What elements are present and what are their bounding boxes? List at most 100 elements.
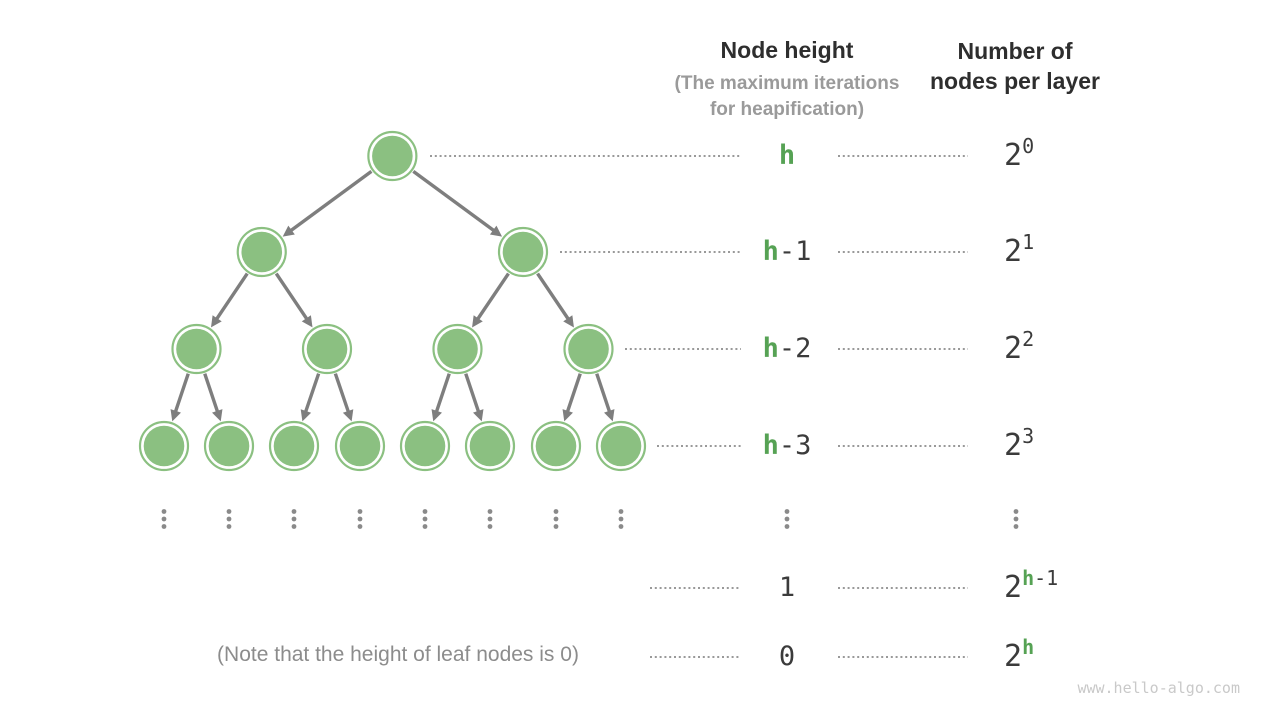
watermark: www.hello-algo.com	[1077, 679, 1240, 697]
node-height-value: h-3	[687, 427, 887, 465]
continuation-dots	[226, 516, 232, 522]
column-header-node-height: Node height (The maximum iterations for …	[637, 36, 937, 123]
continuation-dots	[1013, 516, 1019, 522]
nodes-per-layer-value: 2h-1	[1004, 566, 1224, 607]
nodes-per-layer-value: 20	[1004, 134, 1224, 175]
tree-node	[600, 425, 642, 467]
tree-node	[273, 425, 315, 467]
node-height-value: 0	[687, 638, 887, 676]
tree-edge	[333, 373, 351, 414]
continuation-dots	[357, 524, 363, 529]
tree-node	[339, 425, 381, 467]
column-header-nodes-per-layer: Number of nodes per layer	[875, 36, 1155, 96]
continuation-dots	[422, 524, 428, 529]
node-height-value: 1	[687, 569, 887, 607]
tree-edge-arrowhead	[562, 409, 573, 422]
tree-node-ring	[432, 323, 483, 375]
tree-edge	[214, 272, 249, 321]
power-base: 2	[1004, 138, 1023, 173]
tree-node	[241, 231, 283, 273]
continuation-dots	[161, 509, 167, 514]
tree-node-ring	[236, 226, 287, 278]
tree-node	[404, 425, 446, 467]
continuation-dots	[618, 524, 624, 529]
tree-edge	[303, 373, 321, 414]
height-symbol-h: h	[1022, 566, 1035, 590]
label-text: -3	[778, 430, 812, 461]
tree-node-ring	[334, 420, 386, 472]
continuation-dots	[784, 524, 790, 529]
tree-node-ring	[171, 323, 222, 375]
node-height-value: h	[687, 137, 887, 175]
nodes-per-layer-value: 21	[1004, 230, 1224, 271]
tree-edge-arrowhead	[604, 409, 615, 422]
continuation-dots	[357, 509, 363, 514]
tree-edge-arrowhead	[431, 409, 442, 422]
node-height-value: h-1	[687, 233, 887, 271]
label-text: -1	[778, 236, 812, 267]
tree-edge	[595, 373, 612, 414]
tree-node	[469, 425, 511, 467]
continuation-dots	[422, 509, 428, 514]
tree-node	[208, 425, 250, 467]
label-text: 1	[1022, 230, 1035, 254]
tree-edge	[203, 373, 220, 414]
tree-node-ring	[268, 420, 320, 472]
tree-node	[143, 425, 185, 467]
nodes-per-layer-value: 2h	[1004, 635, 1224, 676]
tree-edge-arrowhead	[282, 225, 295, 237]
continuation-dots	[487, 516, 493, 522]
tree-edge	[434, 373, 451, 414]
tree-edge-arrowhead	[342, 409, 354, 422]
node-height-value: h-2	[687, 330, 887, 368]
tree-edge-arrowhead	[563, 315, 574, 328]
tree-edge-arrowhead	[211, 315, 222, 328]
nodes-per-layer-value: 22	[1004, 327, 1224, 368]
tree-edge	[288, 170, 373, 233]
tree-edge	[565, 373, 582, 414]
tree-edge-arrowhead	[489, 225, 503, 237]
continuation-dots	[291, 509, 297, 514]
node-height-title: Node height	[720, 37, 854, 63]
tree-node	[502, 231, 544, 273]
continuation-dots	[291, 524, 297, 529]
continuation-dots	[1013, 524, 1019, 529]
tree-node	[306, 328, 348, 370]
continuation-dots	[226, 524, 232, 529]
label-text: 0	[1022, 134, 1035, 158]
continuation-dots	[226, 509, 232, 514]
tree-node-ring	[563, 323, 614, 375]
tree-node	[372, 135, 413, 177]
power-base: 2	[1004, 639, 1023, 674]
tree-edge-arrowhead	[212, 409, 223, 422]
tree-edge	[464, 373, 481, 414]
tree-edge	[536, 272, 571, 321]
label-text: 0	[778, 641, 796, 672]
node-height-subtitle-line1: (The maximum iterations	[674, 73, 900, 94]
continuation-dots	[487, 509, 493, 514]
height-symbol-h: h	[762, 333, 779, 364]
height-symbol-h: h	[762, 430, 779, 461]
tree-node-ring	[399, 420, 451, 472]
label-text: 1	[778, 572, 796, 603]
tree-node-ring	[367, 130, 418, 182]
continuation-dots	[553, 516, 559, 522]
continuation-dots	[487, 524, 493, 529]
continuation-dots	[553, 509, 559, 514]
leaf-height-note: (Note that the height of leaf nodes is 0…	[217, 643, 579, 666]
tree-edge	[173, 373, 190, 414]
tree-node	[437, 328, 478, 370]
continuation-dots	[618, 509, 624, 514]
tree-node-ring	[464, 420, 516, 472]
tree-node	[535, 425, 577, 467]
height-symbol-h: h	[1022, 635, 1035, 659]
continuation-dots	[357, 516, 363, 522]
tree-edge-arrowhead	[472, 315, 483, 328]
tree-node-ring	[138, 420, 190, 472]
power-base: 2	[1004, 570, 1023, 605]
tree-edge-arrowhead	[170, 409, 181, 422]
continuation-dots	[1013, 509, 1019, 514]
tree-edge	[412, 170, 496, 233]
tree-node-ring	[595, 420, 647, 472]
